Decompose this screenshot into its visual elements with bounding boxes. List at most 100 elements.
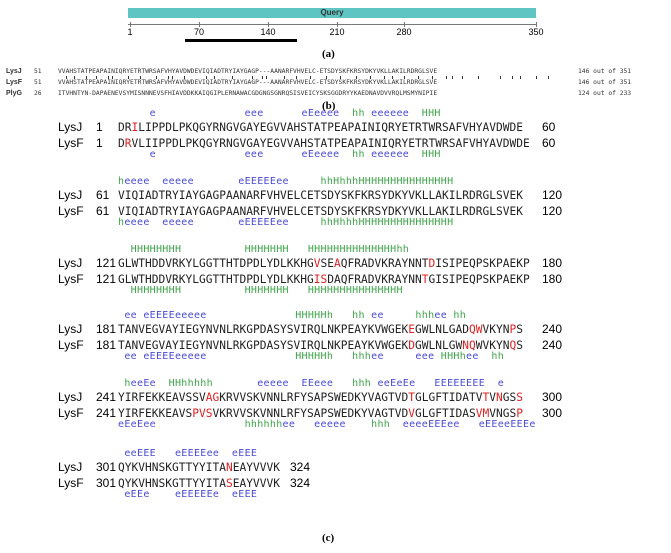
conservation-mark <box>66 76 67 79</box>
c-seq-residues: VIQIADTRYIAYGAGPAANARFVHVELCETSDYSKFKRSY… <box>118 189 523 202</box>
c-seq-residues: YIRFEKKEAVSSVAGKRVVSKVNNLRFYSAPSWEDKYVAG… <box>118 391 523 404</box>
c-seq-residues: TANVEGVAYIEGYNVNLRKGPDASYSVIRQLNKPEAYKVW… <box>118 339 523 352</box>
conservation-mark <box>404 76 405 79</box>
c-seq-start: 121 <box>96 272 117 286</box>
b-seq-start: 26 <box>34 90 42 97</box>
axis-tick <box>199 22 200 27</box>
c-seq-name: LysF <box>58 406 84 420</box>
c-seq-residues: QYKVHNSKGTTYYITASEAYVVVK <box>118 477 280 490</box>
c-seq-residues: GLWTHDDVRKYLGGTTHTDPDLYDLKKHGISDAQFRADVK… <box>118 273 530 286</box>
ss-annotation-bottom: e eee eEeeee hh eeeeee HHH <box>149 149 441 160</box>
b-seq-end: 124 out of 233 <box>578 90 632 97</box>
axis-tick-label: 350 <box>528 27 544 37</box>
axis-tick <box>130 22 131 27</box>
conservation-mark <box>536 76 537 79</box>
c-seq-name: LysJ <box>58 120 83 134</box>
c-seq-residues: YIRFEKKEAVSPVSVKRVVSKVNNLRFYSAPSWEDKYVAG… <box>118 407 523 420</box>
c-seq-residues: VIQIADTRYIAYGAGPAANARFVHVELCETSDYSKFKRSY… <box>118 205 523 218</box>
ss-annotation-top: e eee eEeeee hh eeeeee HHH <box>149 108 441 119</box>
caption-c: (c) <box>322 532 335 544</box>
c-seq-end: 180 <box>542 272 563 286</box>
b-seq-start: 51 <box>34 68 42 75</box>
conservation-mark <box>172 76 173 79</box>
conservation-mark <box>74 76 75 79</box>
c-seq-end: 240 <box>542 338 563 352</box>
c-seq-start: 61 <box>96 204 110 218</box>
ss-annotation-top: ee eEEEEeeeee HHHHHh hh ee hhhee hh <box>124 310 467 321</box>
conservation-mark <box>284 76 285 79</box>
c-seq-start: 241 <box>96 406 117 420</box>
caption-a: (a) <box>322 48 335 60</box>
conservation-mark <box>112 76 113 79</box>
b-seq-end: 146 out of 351 <box>578 68 632 75</box>
c-seq-end: 300 <box>542 390 563 404</box>
query-axis <box>128 24 536 25</box>
c-seq-start: 301 <box>96 476 117 490</box>
c-seq-end: 60 <box>542 136 556 150</box>
b-seq-residues: VVAHSTATPEAPAINIQRYETRTWRSAFVHYAVDWDEVIQ… <box>58 68 438 75</box>
conservation-mark <box>214 76 215 79</box>
c-seq-name: LysJ <box>58 322 83 336</box>
hit-range-bar <box>185 39 297 42</box>
c-seq-residues: GLWTHDDVRKYLGGTTHTDPDLYDLKKHGVSEAQFRADVK… <box>118 257 530 270</box>
conservation-mark <box>432 76 433 79</box>
c-seq-name: LysJ <box>58 256 83 270</box>
axis-tick <box>536 22 537 27</box>
c-seq-name: LysF <box>58 272 84 286</box>
ss-annotation-bottom: HHHHHHHH HHHHHHH HHHHHHHHHHHHHHH <box>130 285 403 296</box>
conservation-mark <box>108 76 109 79</box>
conservation-mark <box>96 76 97 79</box>
b-seq-residues: ITVHNTYN-DAPAENEVSYMISNNNEVSFHIAVDDKKAIQ… <box>58 90 438 97</box>
c-seq-start: 1 <box>96 136 103 150</box>
b-seq-residues: VVAHSTATPEAPAINIQRYETRTWRSAFVHYAVDWDEVIQ… <box>58 79 438 86</box>
conservation-mark <box>252 76 253 79</box>
c-seq-residues: DRVLIIPPDLPKQGYRNGVGAYEGVVAHSTATPEAPAINI… <box>118 137 530 150</box>
ss-annotation-top: eeEEE eEEEEee eEEE <box>124 448 258 459</box>
conservation-mark <box>520 76 521 79</box>
b-seq-name: LysF <box>6 79 23 86</box>
query-label: Query <box>320 8 344 17</box>
ss-annotation-bottom: eEEe eEEEEEe eEEE <box>124 489 258 500</box>
conservation-mark <box>462 76 463 79</box>
conservation-mark <box>370 76 371 79</box>
c-seq-end: 300 <box>542 406 563 420</box>
axis-tick-label: 210 <box>329 27 345 37</box>
axis-tick-label: 70 <box>193 27 205 37</box>
b-seq-name: LysJ <box>6 68 22 75</box>
c-seq-end: 60 <box>542 120 556 134</box>
caption-b: (b) <box>322 100 336 112</box>
conservation-mark <box>232 76 233 79</box>
conservation-mark <box>128 76 129 79</box>
c-seq-name: LysF <box>58 136 84 150</box>
c-seq-name: LysJ <box>58 390 83 404</box>
axis-tick-label: 140 <box>260 27 276 37</box>
c-seq-start: 121 <box>96 256 117 270</box>
query-bar: Query <box>128 8 536 18</box>
ss-annotation-top: heeEe HHhhhhh eeeee EEeee hhh eeEeEe EEE… <box>124 378 505 389</box>
c-seq-name: LysF <box>58 476 84 490</box>
conservation-mark <box>478 76 479 79</box>
conservation-mark <box>168 76 169 79</box>
ss-annotation-bottom: eEeEee hhhhhhee eeeee hhh eeeeEEEee eEEe… <box>118 419 536 430</box>
conservation-mark <box>340 76 341 79</box>
c-seq-name: LysF <box>58 338 84 352</box>
conservation-mark <box>512 76 513 79</box>
conservation-mark <box>156 76 157 79</box>
axis-tick <box>268 22 269 27</box>
conservation-mark <box>384 76 385 79</box>
conservation-mark <box>548 76 549 79</box>
c-seq-end: 240 <box>542 322 563 336</box>
c-seq-name: LysF <box>58 204 84 218</box>
c-seq-name: LysJ <box>58 188 83 202</box>
c-seq-name: LysJ <box>58 460 83 474</box>
ss-annotation-bottom: ee eEEEEeeeee HHHHHh hhhee eee HHHhee hh <box>124 351 505 362</box>
conservation-mark <box>184 76 185 79</box>
conservation-mark <box>140 76 141 79</box>
c-seq-end: 120 <box>542 188 563 202</box>
b-seq-start: 51 <box>34 79 42 86</box>
ss-annotation-top: HHHHHHHH HHHHHHH HHHHHHHHHHHHHHhh <box>130 244 410 255</box>
conservation-mark <box>326 76 327 79</box>
b-seq-name: PlyG <box>6 90 22 97</box>
conservation-mark <box>206 76 207 79</box>
conservation-mark <box>392 76 393 79</box>
